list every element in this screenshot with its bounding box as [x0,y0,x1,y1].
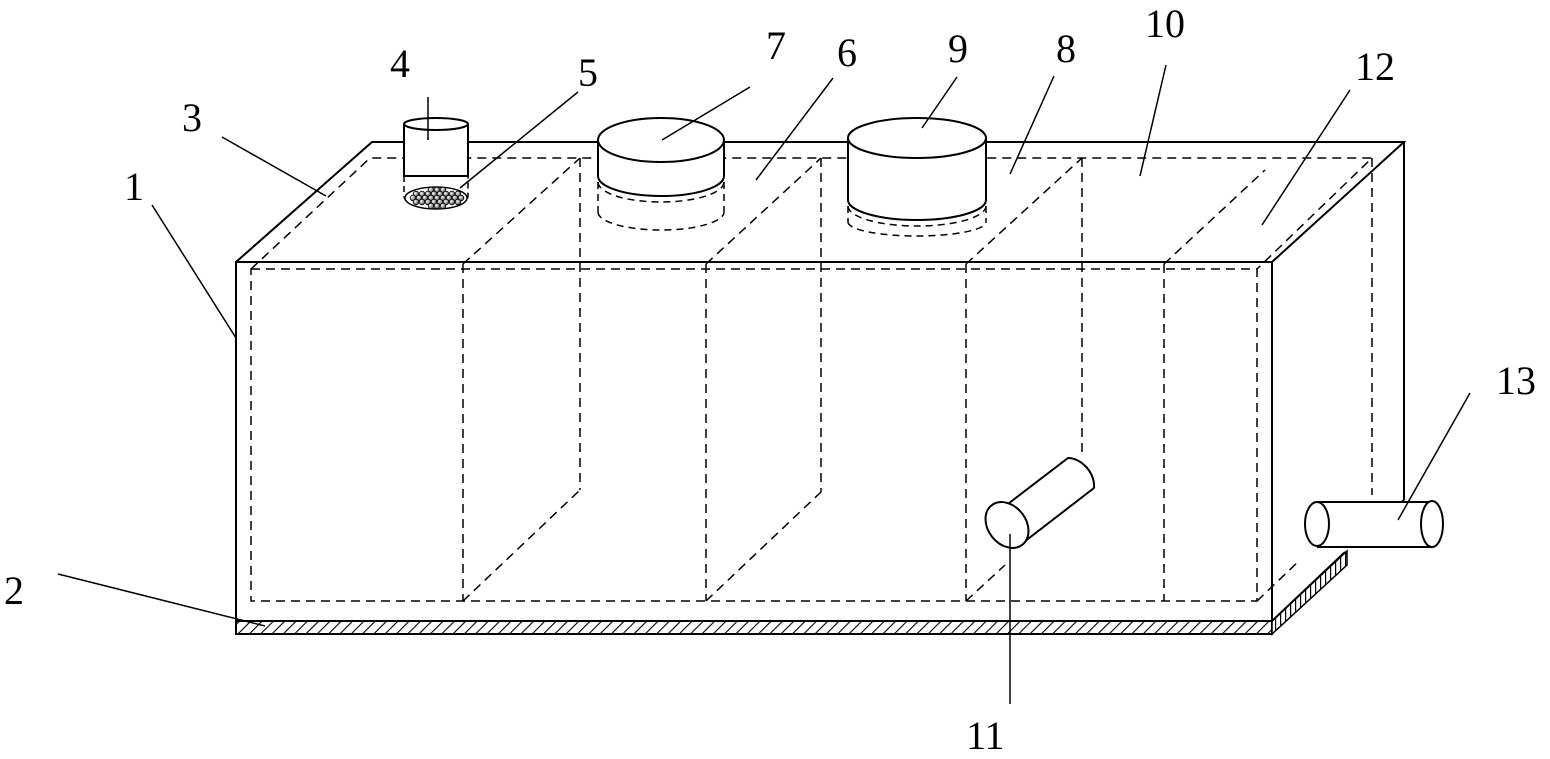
filter-pebble [427,202,435,210]
inlet-pipe [403,117,469,177]
label-4: 4 [390,41,410,86]
filter-media [403,176,469,210]
filter-pebble [439,202,447,210]
first-manhole-cover [597,117,725,231]
label-3: 3 [182,95,202,140]
filter-pebble [454,198,462,206]
label-6: 6 [837,30,857,75]
leader-lines [57,64,1471,704]
second-manhole-cover [847,117,987,237]
label-13: 13 [1496,358,1536,403]
filter-pebble [448,198,456,206]
number-labels: 1 2 3 4 5 6 7 8 9 10 11 12 13 [4,1,1536,758]
filter-pebble [418,198,426,206]
label-9: 9 [948,26,968,71]
label-2: 2 [4,568,24,613]
label-11: 11 [966,713,1005,758]
label-10: 10 [1145,1,1185,46]
label-8: 8 [1056,26,1076,71]
transfer-pipe [984,456,1096,549]
label-7: 7 [766,23,786,68]
hidden-inner-lines [250,157,1374,602]
outlet-pipe [1304,500,1444,548]
base-plate [235,549,1348,636]
filter-pebble [412,198,420,206]
label-12: 12 [1355,44,1395,89]
label-5: 5 [578,50,598,95]
label-1: 1 [124,164,144,209]
tank-body [235,141,1407,622]
filter-pebble [433,202,441,210]
filter-pebbles [409,186,465,210]
